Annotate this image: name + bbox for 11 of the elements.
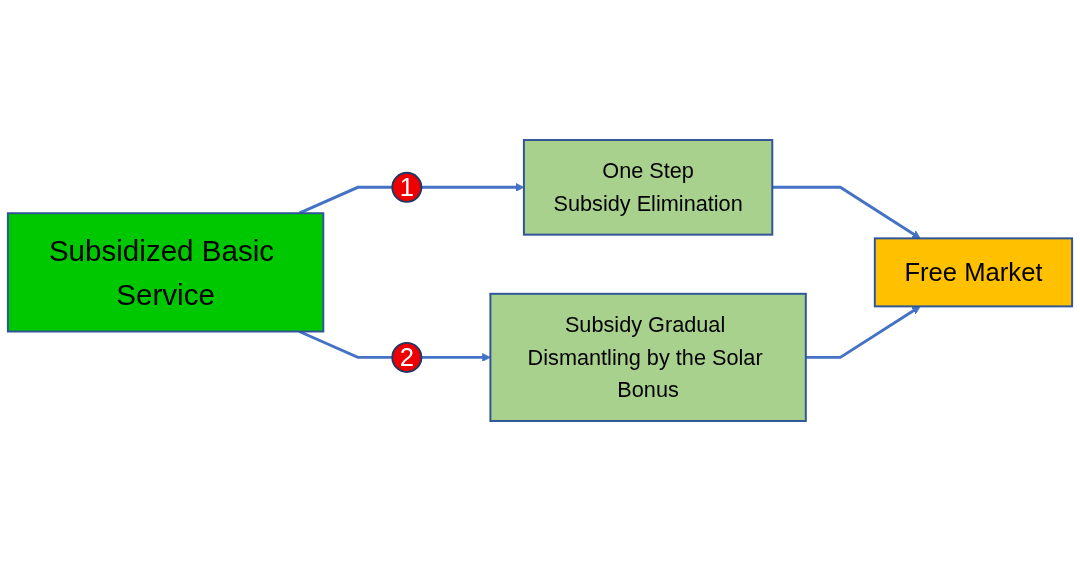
node-box: Subsidy Gradual Dismantling by the Solar Bonus [489,292,807,422]
node-circle: 2 [391,341,423,373]
node-box: Free Market [873,237,1074,308]
arrow [421,353,491,362]
connector [298,185,393,215]
connector [298,330,393,359]
node-circle: 1 [391,171,423,203]
arrow [805,306,921,359]
node-box: Subsidized Basic Service [6,212,325,333]
node-box: One Step Subsidy Elimination [522,139,774,236]
arrow [772,185,921,239]
